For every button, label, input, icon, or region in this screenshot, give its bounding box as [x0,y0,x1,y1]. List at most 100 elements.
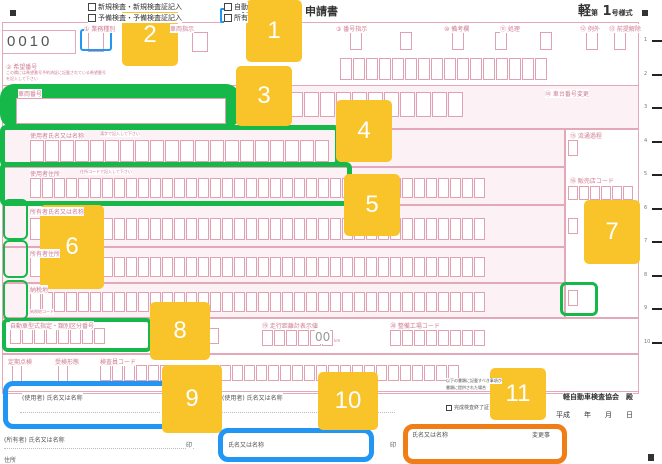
entry-box[interactable] [414,292,425,312]
entry-box[interactable] [540,32,552,50]
entry-box[interactable] [165,140,179,162]
entry-box[interactable] [138,257,149,277]
entry-box[interactable] [100,365,111,381]
entry-box[interactable] [114,292,125,312]
checkbox-inspection-done[interactable]: 完成検査終了証 [446,404,490,411]
entry-box[interactable] [258,257,269,277]
entry-box[interactable] [285,140,299,162]
entry-box[interactable] [462,178,473,198]
entry-box[interactable] [45,140,59,162]
entry-box[interactable] [432,92,447,117]
entry-box[interactable] [568,140,578,156]
entry-box[interactable] [438,257,449,277]
entry-box[interactable] [222,178,233,198]
entry-box[interactable] [234,257,245,277]
entry-box[interactable] [483,58,495,80]
entry-box[interactable] [366,292,377,312]
entry-box[interactable] [350,32,362,50]
entry-box[interactable] [114,178,125,198]
entry-box[interactable] [210,178,221,198]
entry-box[interactable] [452,32,464,50]
entry-box[interactable] [222,292,233,312]
entry-box[interactable] [66,292,77,312]
entry-box[interactable] [198,178,209,198]
entry-box[interactable] [614,32,626,50]
entry-box[interactable] [234,178,245,198]
entry-box[interactable] [102,292,113,312]
entry-box[interactable] [601,186,611,200]
entry-box[interactable] [174,218,185,240]
entry-box[interactable] [294,178,305,198]
entry-box[interactable] [474,330,485,346]
entry-box[interactable] [612,186,622,200]
entry-box[interactable] [60,140,74,162]
entry-box[interactable] [414,218,425,240]
entry-box[interactable] [258,292,269,312]
entry-box[interactable] [162,178,173,198]
entry-box[interactable] [102,178,113,198]
entry-box[interactable] [126,218,137,240]
entry-box[interactable] [354,257,365,277]
entry-box[interactable] [258,178,269,198]
entry-box[interactable] [426,257,437,277]
entry-box[interactable] [42,178,53,198]
entry-box[interactable] [124,365,135,381]
date-field[interactable]: 平成 年 月 日 [556,410,633,420]
entry-box[interactable] [150,140,164,162]
entry-box[interactable] [586,32,598,50]
entry-box[interactable] [448,92,463,117]
entry-box[interactable] [426,178,437,198]
entry-box[interactable] [150,257,161,277]
entry-box[interactable] [138,292,149,312]
checkbox-spare-inspection[interactable]: 予備検査・予備検査証記入 [88,13,182,23]
entry-box[interactable] [392,58,404,80]
entry-box[interactable] [90,140,104,162]
entry-box[interactable] [330,218,341,240]
entry-box[interactable] [195,140,209,162]
entry-box[interactable] [318,292,329,312]
entry-box[interactable] [426,292,437,312]
entry-box[interactable] [126,178,137,198]
entry-box[interactable] [222,218,233,240]
entry-box[interactable] [180,140,194,162]
entry-box[interactable] [94,328,105,344]
entry-box[interactable] [306,218,317,240]
entry-box[interactable] [450,218,461,240]
entry-box[interactable] [75,140,89,162]
entry-box[interactable] [416,92,431,117]
entry-box[interactable] [114,218,125,240]
entry-box[interactable] [270,257,281,277]
entry-box[interactable] [379,58,391,80]
entry-box[interactable] [438,330,449,346]
entry-box[interactable] [246,178,257,198]
entry-box[interactable] [462,292,473,312]
entry-box[interactable] [246,257,257,277]
entry-box[interactable] [474,178,485,198]
entry-box[interactable] [292,365,303,381]
entry-box[interactable] [474,257,485,277]
entry-box[interactable] [495,32,507,50]
entry-box[interactable] [270,140,284,162]
entry-box[interactable] [462,218,473,240]
entry-box[interactable] [186,257,197,277]
entry-box[interactable] [222,257,233,277]
entry-box[interactable] [590,186,600,200]
entry-box[interactable] [436,365,447,381]
checkbox-owner[interactable]: 所有 [224,13,248,23]
entry-box[interactable] [244,365,255,381]
entry-box[interactable] [330,257,341,277]
entry-box[interactable] [457,58,469,80]
entry-box[interactable] [318,218,329,240]
entry-box[interactable] [148,365,159,381]
entry-box[interactable] [568,218,578,234]
entry-box[interactable] [402,257,413,277]
entry-box[interactable] [246,218,257,240]
entry-box[interactable] [304,92,319,117]
entry-box[interactable] [426,330,437,346]
entry-box[interactable] [300,140,314,162]
entry-box[interactable] [78,292,89,312]
entry-box[interactable] [400,92,415,117]
entry-box[interactable] [402,218,413,240]
entry-box[interactable] [255,140,269,162]
entry-box[interactable] [225,140,239,162]
